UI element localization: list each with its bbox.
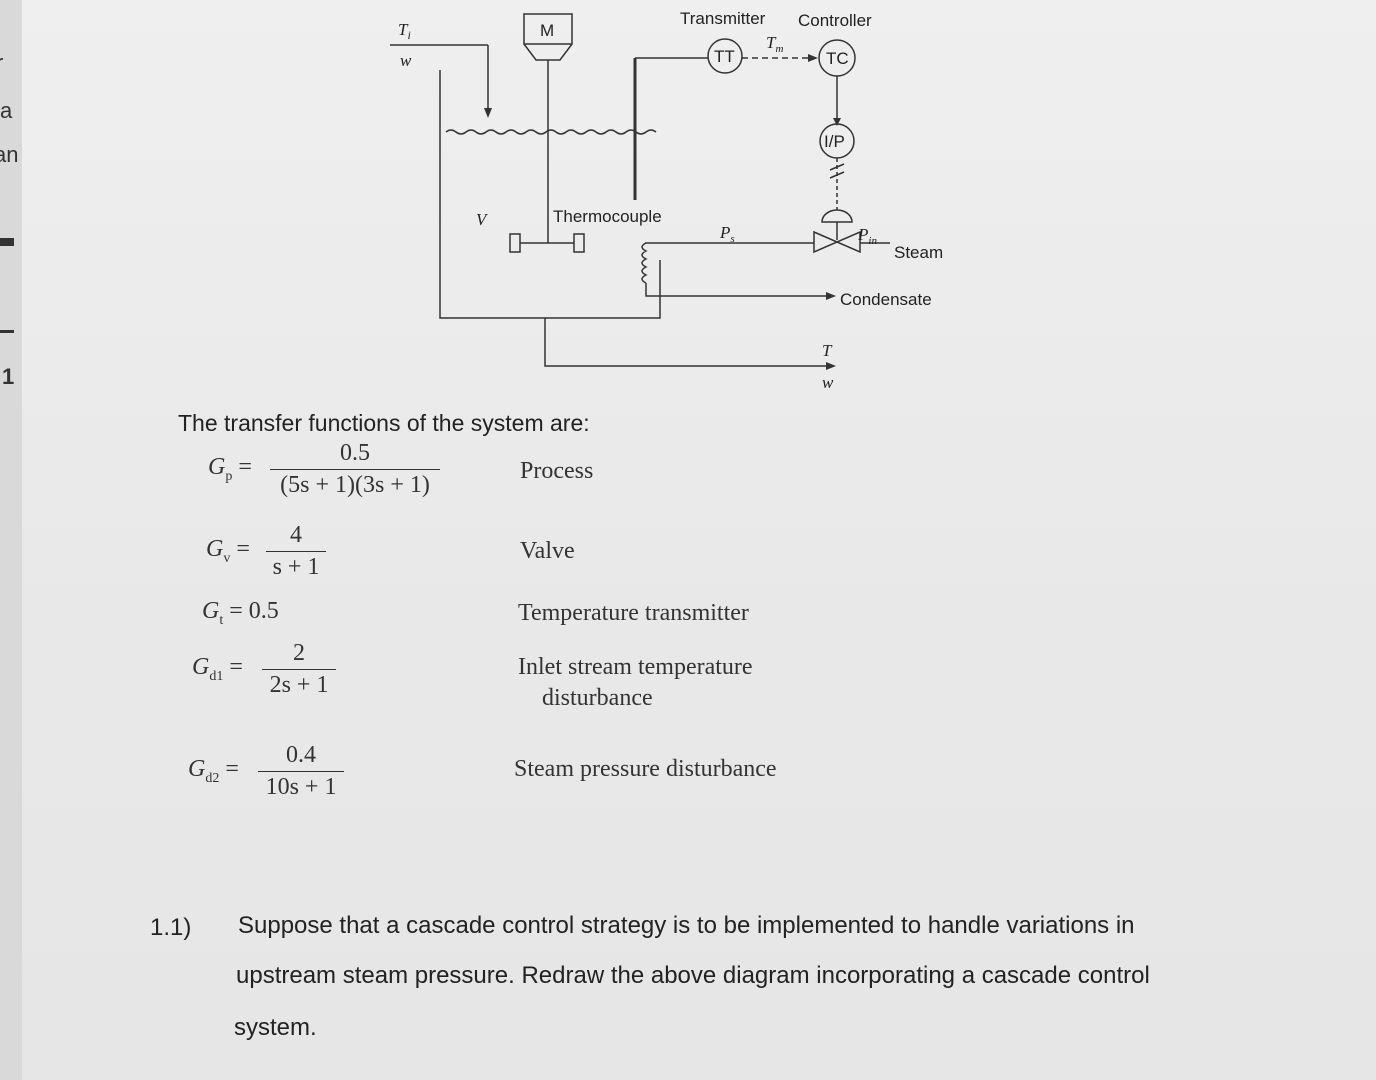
margin-fragment: r bbox=[0, 50, 3, 76]
margin-fragment: an bbox=[0, 142, 19, 167]
equation-lhs: Gd1 = bbox=[192, 654, 243, 684]
thermocouple-label: Thermocouple bbox=[553, 207, 662, 226]
fraction-bar bbox=[266, 551, 326, 552]
controller-output-arrow bbox=[833, 118, 841, 126]
motor-label: M bbox=[540, 21, 554, 40]
motor-housing bbox=[523, 43, 573, 61]
denominator: 10s + 1 bbox=[265, 774, 337, 800]
equation-fraction: 0.4 10s + 1 bbox=[258, 742, 344, 801]
impeller-blade-left bbox=[509, 233, 521, 253]
equation-description: Steam pressure disturbance bbox=[514, 756, 777, 782]
inlet-arrow bbox=[484, 108, 492, 118]
motor-box bbox=[523, 13, 573, 45]
numerator: 0.5 bbox=[340, 440, 370, 466]
liquid-surface bbox=[445, 129, 657, 135]
margin-mark bbox=[0, 330, 14, 333]
volume-label: V bbox=[476, 210, 489, 229]
equation-description: Process bbox=[520, 458, 594, 484]
question-line-2: upstream steam pressure. Redraw the abov… bbox=[236, 962, 1150, 989]
equation-lhs: Gv = bbox=[206, 536, 250, 566]
tt-label: TT bbox=[714, 47, 735, 66]
inlet-pressure-label: Pin bbox=[857, 225, 877, 247]
denominator: (5s + 1)(3s + 1) bbox=[280, 472, 430, 498]
steam-valve bbox=[813, 230, 861, 254]
equation-fraction: 2 2s + 1 bbox=[262, 640, 336, 699]
margin-fragment: 1 bbox=[2, 364, 15, 389]
equation-lhs: Gt = 0.5 bbox=[202, 598, 279, 628]
transmitter-label: Transmitter bbox=[680, 9, 766, 28]
equation-lhs: Gp = bbox=[208, 454, 252, 484]
fraction-bar bbox=[262, 669, 336, 670]
equation-fraction: 4 s + 1 bbox=[266, 522, 326, 581]
numerator: 2 bbox=[293, 640, 305, 666]
question-line-1: Suppose that a cascade control strategy … bbox=[238, 912, 1135, 939]
steam-label: Steam bbox=[894, 243, 943, 262]
process-diagram: Ti w M Transmitter Controller TT Tm TC I… bbox=[390, 9, 943, 392]
condensate-label: Condensate bbox=[840, 290, 932, 309]
fraction-bar bbox=[270, 469, 440, 470]
question-line-3: system. bbox=[234, 1014, 317, 1041]
numerator: 4 bbox=[290, 522, 302, 548]
inlet-temp-label: Ti bbox=[398, 20, 411, 42]
inlet-flow-label: w bbox=[400, 51, 412, 70]
heating-coil bbox=[641, 242, 648, 284]
transfer-functions-heading: The transfer functions of the system are… bbox=[178, 410, 590, 436]
tank-wall bbox=[439, 70, 661, 319]
margin-mark bbox=[0, 238, 14, 246]
pneumatic-hash bbox=[829, 163, 845, 171]
condensate-line bbox=[645, 283, 830, 297]
equation-description: Temperature transmitter bbox=[518, 600, 749, 626]
question-number: 1.1) bbox=[150, 914, 192, 941]
impeller-blade-right bbox=[573, 233, 585, 253]
controller-label: Controller bbox=[798, 11, 872, 30]
numerator: 0.4 bbox=[286, 742, 316, 768]
outlet-line bbox=[544, 318, 830, 367]
outlet-flow-label: w bbox=[822, 373, 834, 392]
equation-lhs: Gd2 = bbox=[188, 756, 239, 786]
fraction-bar bbox=[258, 771, 344, 772]
equation-description: Valve bbox=[520, 538, 575, 564]
measured-temp-label: Tm bbox=[766, 33, 783, 55]
denominator: 2s + 1 bbox=[269, 672, 329, 698]
valve-actuator bbox=[821, 209, 853, 223]
margin-fragment: a bbox=[0, 98, 13, 123]
steam-pressure-label: Ps bbox=[719, 223, 735, 245]
equation-fraction: 0.5 (5s + 1)(3s + 1) bbox=[270, 440, 440, 499]
equation-description-line1: Inlet stream temperature bbox=[518, 654, 753, 680]
adjacent-page-edge bbox=[0, 0, 22, 1080]
condensate-arrow bbox=[826, 292, 836, 300]
tt-circle bbox=[707, 38, 743, 74]
signal-arrow bbox=[808, 54, 818, 62]
ip-label: I/P bbox=[824, 132, 845, 151]
equation-description-line2: disturbance bbox=[542, 685, 653, 711]
outlet-temp-label: T bbox=[822, 341, 833, 360]
outlet-arrow bbox=[826, 362, 836, 370]
tc-label: TC bbox=[826, 49, 849, 68]
denominator: s + 1 bbox=[272, 554, 320, 580]
pneumatic-hash bbox=[829, 171, 845, 179]
